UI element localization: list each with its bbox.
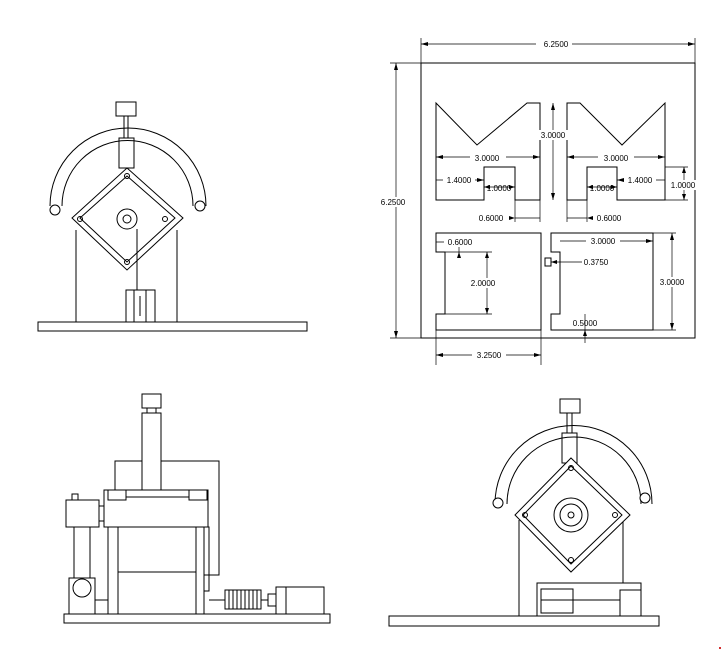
plate-outline — [420, 62, 696, 339]
dim-right-block-width: 3.0000 — [591, 237, 616, 246]
base-plate — [37, 321, 308, 332]
dim-slot-height: 2.0000 — [471, 279, 496, 288]
side-view-bottom-left — [63, 393, 331, 624]
dim-v-width-left: 3.0000 — [475, 154, 500, 163]
lower-right-block — [550, 232, 654, 331]
adjustment-knob — [115, 101, 137, 117]
dim-right-block-height: 3.0000 — [660, 278, 685, 287]
side-base-plate — [63, 613, 331, 624]
main-body — [107, 526, 205, 615]
arc-ring-inner — [61, 140, 194, 207]
dim-gap-left: 0.6000 — [479, 214, 504, 223]
dim-v-width-right: 3.0000 — [604, 154, 629, 163]
dim-overall-width: 6.2500 — [544, 40, 569, 49]
dim-v-height: 3.0000 — [541, 131, 566, 140]
dim-base-width: 3.2500 — [477, 351, 502, 360]
rotated-stage — [71, 167, 184, 271]
rear-base-plate — [388, 615, 660, 627]
rear-rotated-stage — [514, 457, 631, 573]
rear-view-bottom-right — [388, 398, 660, 627]
rear-arc-outer — [494, 425, 653, 505]
spring-coupling — [224, 589, 262, 610]
vertical-column — [141, 412, 162, 500]
right-v-block — [566, 101, 666, 201]
dim-step-right: 1.4000 — [628, 176, 653, 185]
motor-right — [275, 586, 325, 615]
plate-layout-view: 6.2500 6.2500 3.0000 3.0000 3.0000 1.400… — [377, 38, 700, 365]
dim-notch-height: 1.0000 — [671, 181, 696, 190]
front-view-top-left — [37, 101, 308, 332]
dim-notch-right: 1.0000 — [590, 184, 615, 193]
red-dot-mark — [719, 647, 721, 649]
dim-overall-height: 6.2500 — [381, 198, 406, 207]
lower-left-block — [435, 232, 542, 331]
dim-small-offset: 0.3750 — [584, 258, 609, 267]
dim-slot-width: 0.6000 — [448, 238, 473, 247]
motor-left — [65, 499, 100, 528]
dim-base-offset: 0.5000 — [573, 319, 598, 328]
dim-step-left: 1.4000 — [447, 176, 472, 185]
dim-gap-right: 0.6000 — [597, 214, 622, 223]
dim-notch-left: 1.0000 — [487, 184, 512, 193]
